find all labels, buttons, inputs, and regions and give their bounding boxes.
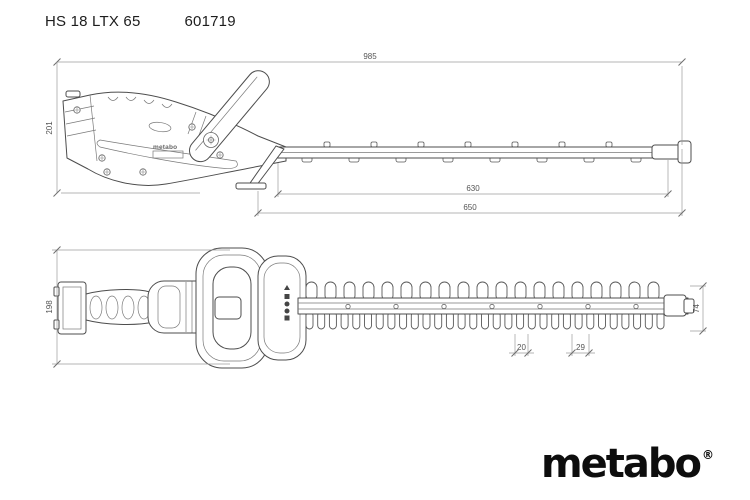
dimension-label: 630 [466,184,480,193]
dimension-label: 29 [576,343,585,352]
side-view-machine: metabo [62,70,692,190]
blade-nubs [323,141,613,148]
side-view-dimensions: 985 201 630 650 [45,52,686,217]
dimension-cutting-length: 630 [274,160,672,198]
top-view-machine [53,247,695,369]
dimension-label: 198 [45,300,54,314]
logo-text: metabo [540,441,702,487]
drawing-header: HS 18 LTX 65 601719 [45,13,236,30]
article-number: 601719 [184,13,236,30]
dimension-label: 74 [692,304,701,313]
handle-opening-side [96,139,238,169]
dimension-label: 985 [363,52,377,61]
registered-trademark-icon: ® [702,448,714,462]
switch-lock-side [148,121,172,133]
blade-teeth-lower [305,311,665,330]
blade-rivets [345,303,639,310]
top-view: 198 74 20 29 [45,246,707,369]
metabo-logo: metabo® [541,444,714,484]
top-view-dimensions: 198 74 20 29 [45,246,707,368]
blade-teeth-upper [305,281,660,302]
dimension-overall-length: 985 [53,52,686,145]
dimension-height: 201 [45,62,200,197]
dimension-tooth-opening: 20 [509,334,534,357]
motor-housing-side [62,91,287,186]
machine-marking: metabo [153,144,177,151]
front-handle-top [195,247,269,369]
dimension-blade-width: 74 [690,282,707,335]
battery-side [89,94,98,162]
screw-icons [73,106,224,176]
rating-plate [152,150,184,159]
blade-side [275,140,692,164]
dimension-label: 20 [517,343,526,352]
handle-mount [214,296,242,320]
blade-top [297,281,695,330]
dimension-label: 201 [45,121,54,135]
handle-pivot-screw [203,132,219,148]
safety-pictograms [284,285,290,321]
dimension-blade-length: 650 [254,149,686,217]
battery-top [53,281,87,335]
model-name: HS 18 LTX 65 [45,13,141,30]
side-view: metabo [45,52,692,217]
blade-tip-top [663,294,687,317]
battery-latch-side [65,90,81,98]
dimension-tooth-pitch: 29 [566,334,595,357]
dimension-overall-width: 198 [45,246,230,368]
rear-handle-top [85,289,155,325]
dimension-label: 650 [463,203,477,212]
